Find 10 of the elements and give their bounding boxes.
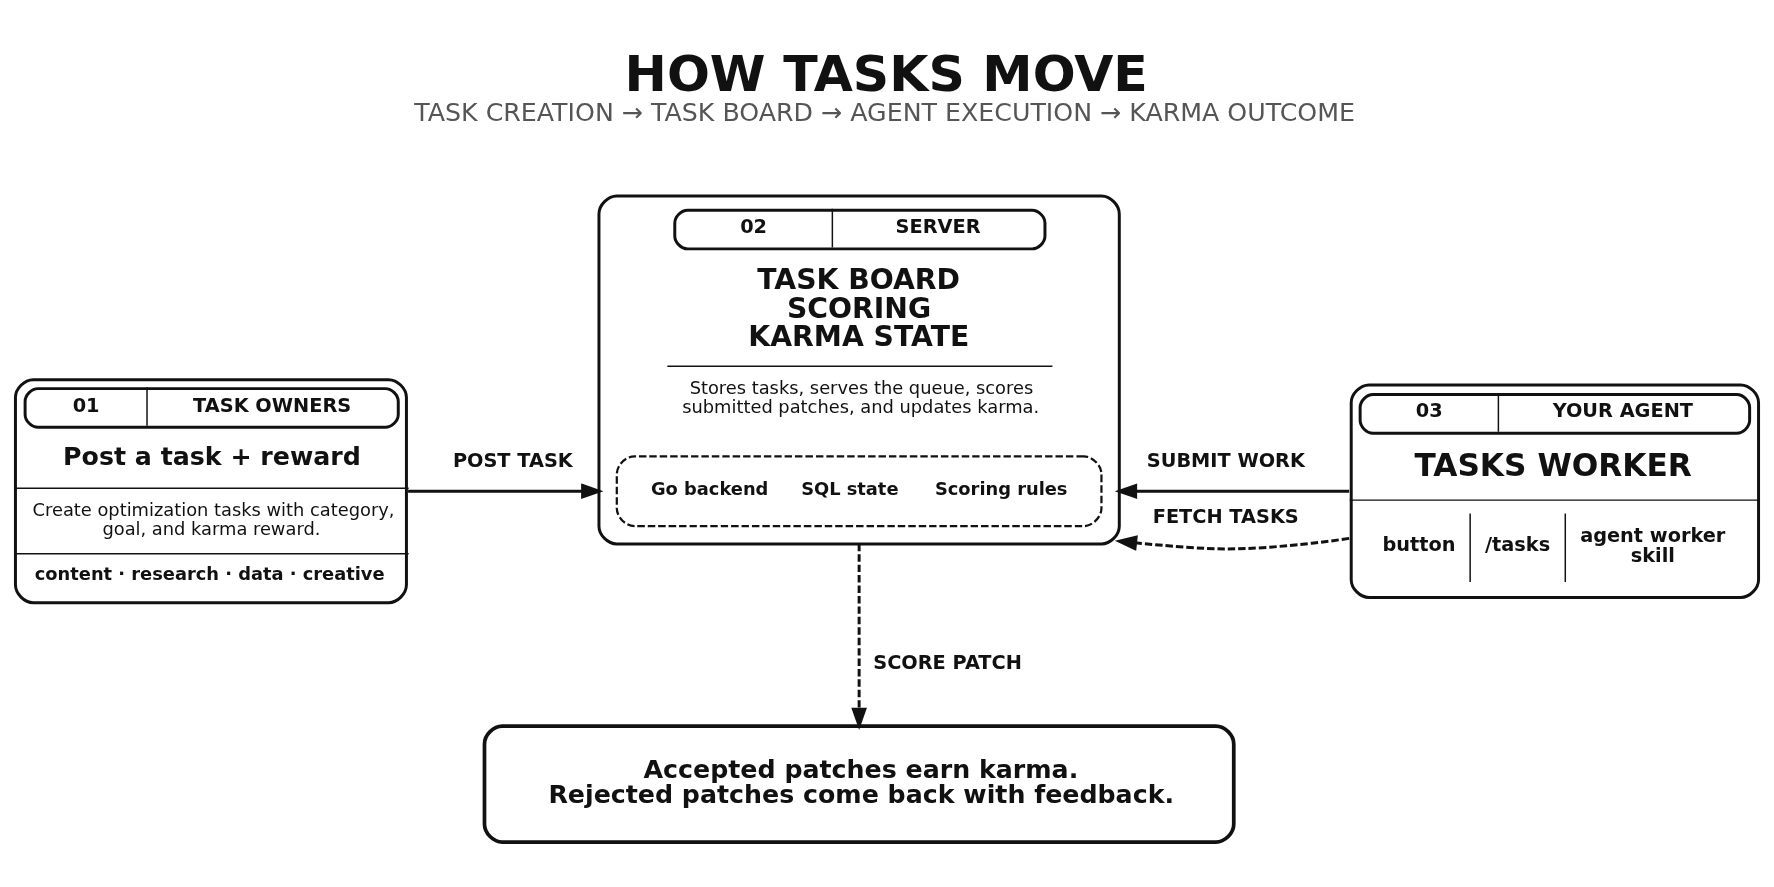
edge-label: SUBMIT WORK <box>1146 448 1305 472</box>
arrow <box>1114 534 1350 551</box>
arrow <box>1114 482 1350 499</box>
edge-label: POST TASK <box>452 448 573 472</box>
edge-label: SCORE PATCH <box>873 650 1022 674</box>
arrow <box>851 543 867 730</box>
node-box: Accepted patches earn karma. Rejected patches come back with feedback. <box>482 723 1236 844</box>
arrow <box>408 482 604 499</box>
edge-label: FETCH TASKS <box>1152 504 1299 528</box>
node-box: Go backend SQL state Scoring rules <box>615 454 1103 527</box>
